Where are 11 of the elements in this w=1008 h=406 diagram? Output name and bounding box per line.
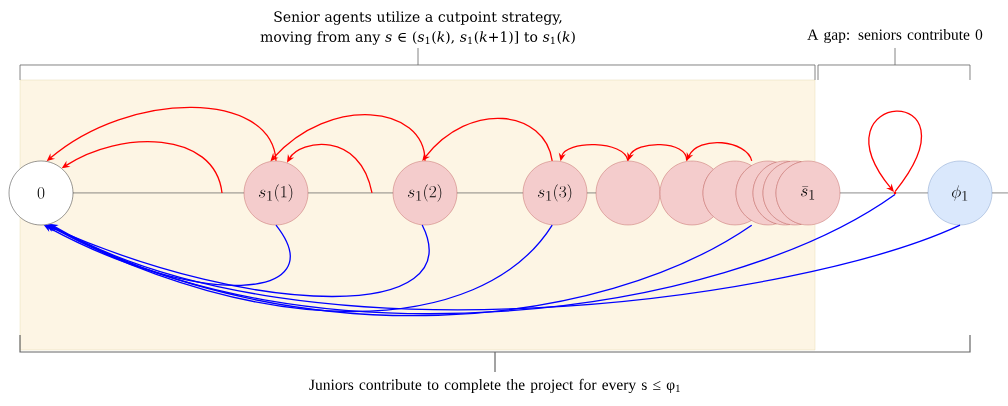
arrow — [868, 110, 922, 193]
state-circle — [595, 160, 661, 226]
point — [893, 191, 897, 195]
arrow — [686, 141, 753, 162]
arrow — [627, 143, 688, 162]
arrow — [287, 143, 373, 194]
arrow — [422, 117, 553, 162]
annotation: A gap: seniors contribute 0 — [807, 28, 983, 44]
arrow — [270, 114, 426, 162]
annotation: Senior agents utilize a cutpoint strategy, moving from any s ∈ (s$_{1}$(k), s$_{1}$(k+1)] to s$_{1}$(k) — [260, 11, 575, 45]
annotation: Juniors contribute to complete the project for every s ≤ φ$_{1}$ — [309, 378, 680, 394]
